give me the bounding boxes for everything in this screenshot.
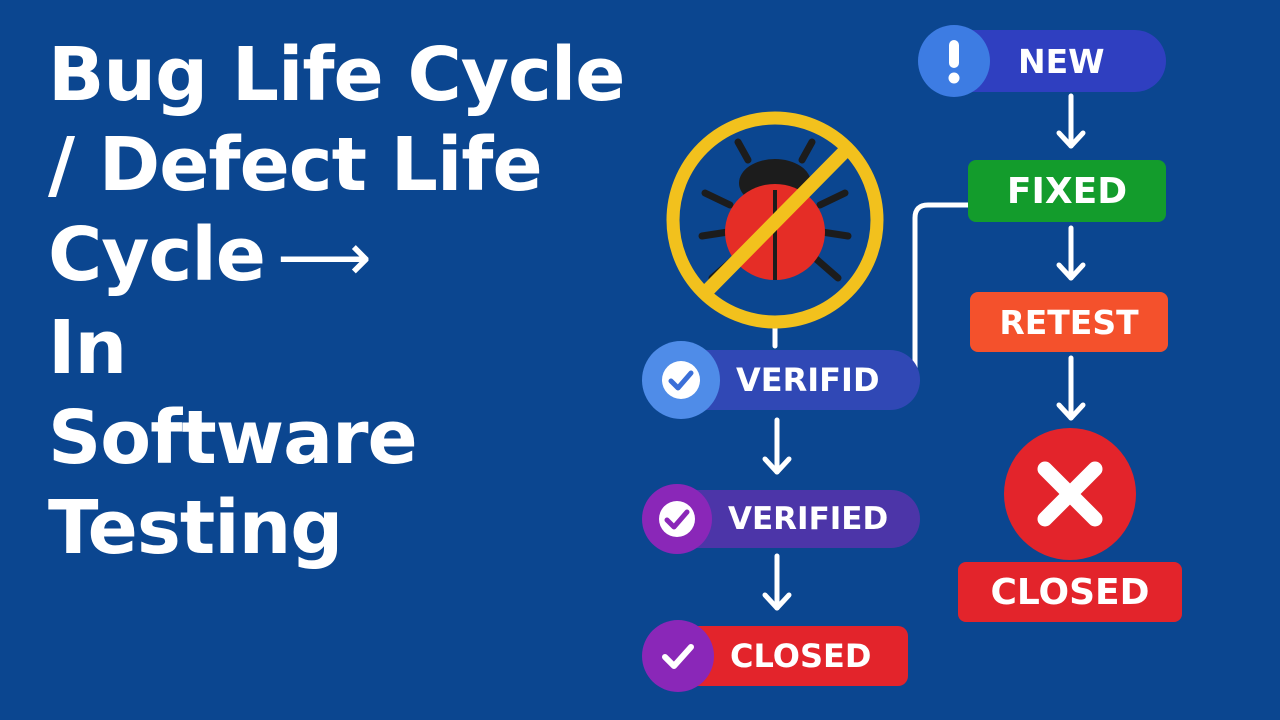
arrow-fixed-to-retest-head — [1056, 262, 1086, 281]
state-closed-left: CLOSED — [642, 620, 908, 692]
arrow-retest-to-closed-head — [1056, 402, 1086, 421]
page-title: Bug Life Cycle / Defect Life Cycle⟶ In S… — [48, 30, 625, 573]
state-closed-left-label: CLOSED — [730, 637, 872, 675]
state-closed-right-label: CLOSED — [990, 571, 1150, 613]
state-closed-right: CLOSED — [958, 562, 1182, 622]
connector-fixed-to-verifid — [912, 202, 971, 371]
state-verifid-label: VERIFID — [736, 361, 880, 399]
exclamation-icon — [918, 25, 990, 97]
title-line-1: Bug Life Cycle — [48, 32, 625, 118]
check-icon — [642, 484, 712, 554]
state-fixed: FIXED — [968, 160, 1166, 222]
state-retest-label: RETEST — [999, 302, 1139, 342]
arrow-new-to-fixed-head — [1056, 130, 1086, 149]
state-retest: RETEST — [970, 292, 1168, 352]
right-arrow-icon: ⟶ — [276, 219, 372, 296]
state-new: NEW — [918, 25, 1166, 97]
check-icon — [642, 341, 720, 419]
state-verified-label: VERIFIED — [728, 501, 889, 537]
state-new-label: NEW — [1018, 41, 1105, 81]
title-line-5: Software — [48, 395, 418, 481]
title-line-4: In — [48, 305, 127, 391]
title-line-2: / Defect Life — [48, 122, 543, 208]
arrow-verifid-to-verified-head — [762, 456, 792, 475]
title-line-3-text: Cycle — [48, 212, 266, 298]
title-line-6: Testing — [48, 485, 343, 571]
arrow-verified-to-closed-head — [762, 592, 792, 611]
title-line-3: Cycle⟶ — [48, 210, 624, 303]
check-icon — [642, 620, 714, 692]
state-fixed-label: FIXED — [1006, 170, 1128, 212]
state-verifid: VERIFID — [642, 341, 920, 419]
state-verified: VERIFIED — [642, 484, 920, 554]
